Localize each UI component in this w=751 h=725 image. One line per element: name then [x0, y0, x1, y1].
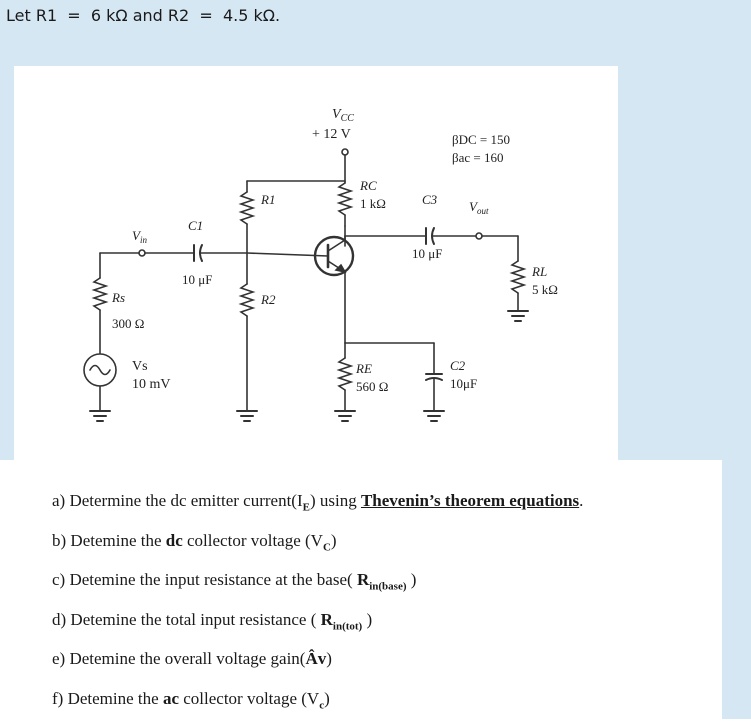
ground-symbol	[237, 411, 257, 421]
c3-name: C3	[422, 192, 438, 207]
ground-symbol	[90, 411, 110, 421]
rc-value: 1 kΩ	[360, 196, 386, 211]
question-list: a) Determine the dc emitter current(IE) …	[52, 488, 712, 725]
question-b: b) Detemine the dc collector voltage (VC…	[52, 528, 712, 568]
c3-value: 10 μF	[412, 246, 442, 261]
rl-resistor	[512, 261, 524, 293]
ground-symbol	[508, 311, 528, 321]
question-a: a) Determine the dc emitter current(IE) …	[52, 488, 712, 528]
r1-resistor	[241, 192, 253, 224]
rc-name: RC	[359, 178, 377, 193]
r1-name: R1	[260, 192, 275, 207]
c1-value: 10 μF	[182, 272, 212, 287]
header-text: Let R1 = 6 kΩ and R2 = 4.5 kΩ.	[6, 6, 280, 25]
beta-dc-label: βDC = 150	[452, 132, 510, 147]
re-name: RE	[355, 361, 372, 376]
rs-name: Rs	[111, 290, 125, 305]
rs-value: 300 Ω	[112, 316, 144, 331]
vcc-value: + 12 V	[312, 127, 351, 142]
re-value: 560 Ω	[356, 379, 388, 394]
vs-value: 10 mV	[132, 377, 171, 392]
question-c: c) Detemine the input resistance at the …	[52, 567, 712, 607]
question-f: f) Detemine the ac collector voltage (Vc…	[52, 686, 712, 725]
question-e: e) Detemine the overall voltage gain(Âv)	[52, 646, 712, 686]
ground-symbol	[335, 411, 355, 421]
circuit-diagram: VCC + 12 V βDC = 150 βac = 160 RC 1 kΩ R…	[14, 66, 618, 460]
r2-name: R2	[260, 292, 276, 307]
vin-label: Vin	[132, 228, 147, 245]
rl-name: RL	[531, 264, 547, 279]
vin-terminal	[139, 250, 145, 256]
right-background	[722, 0, 751, 719]
c2-value: 10μF	[450, 376, 477, 391]
ground-symbol	[424, 411, 444, 421]
rc-resistor	[339, 183, 351, 215]
question-d: d) Detemine the total input resistance (…	[52, 607, 712, 647]
c2-name: C2	[450, 358, 466, 373]
vcc-terminal	[342, 149, 348, 155]
r2-resistor	[241, 284, 253, 316]
vout-terminal	[476, 233, 482, 239]
vout-label: Vout	[469, 199, 489, 216]
vs-name: Vs	[132, 359, 148, 374]
re-resistor	[339, 358, 351, 390]
circuit-panel: VCC + 12 V βDC = 150 βac = 160 RC 1 kΩ R…	[14, 66, 618, 460]
vcc-label: VCC	[332, 107, 354, 124]
beta-ac-label: βac = 160	[452, 150, 504, 165]
rs-resistor	[94, 278, 106, 310]
c1-name: C1	[188, 218, 203, 233]
rl-value: 5 kΩ	[532, 282, 558, 297]
